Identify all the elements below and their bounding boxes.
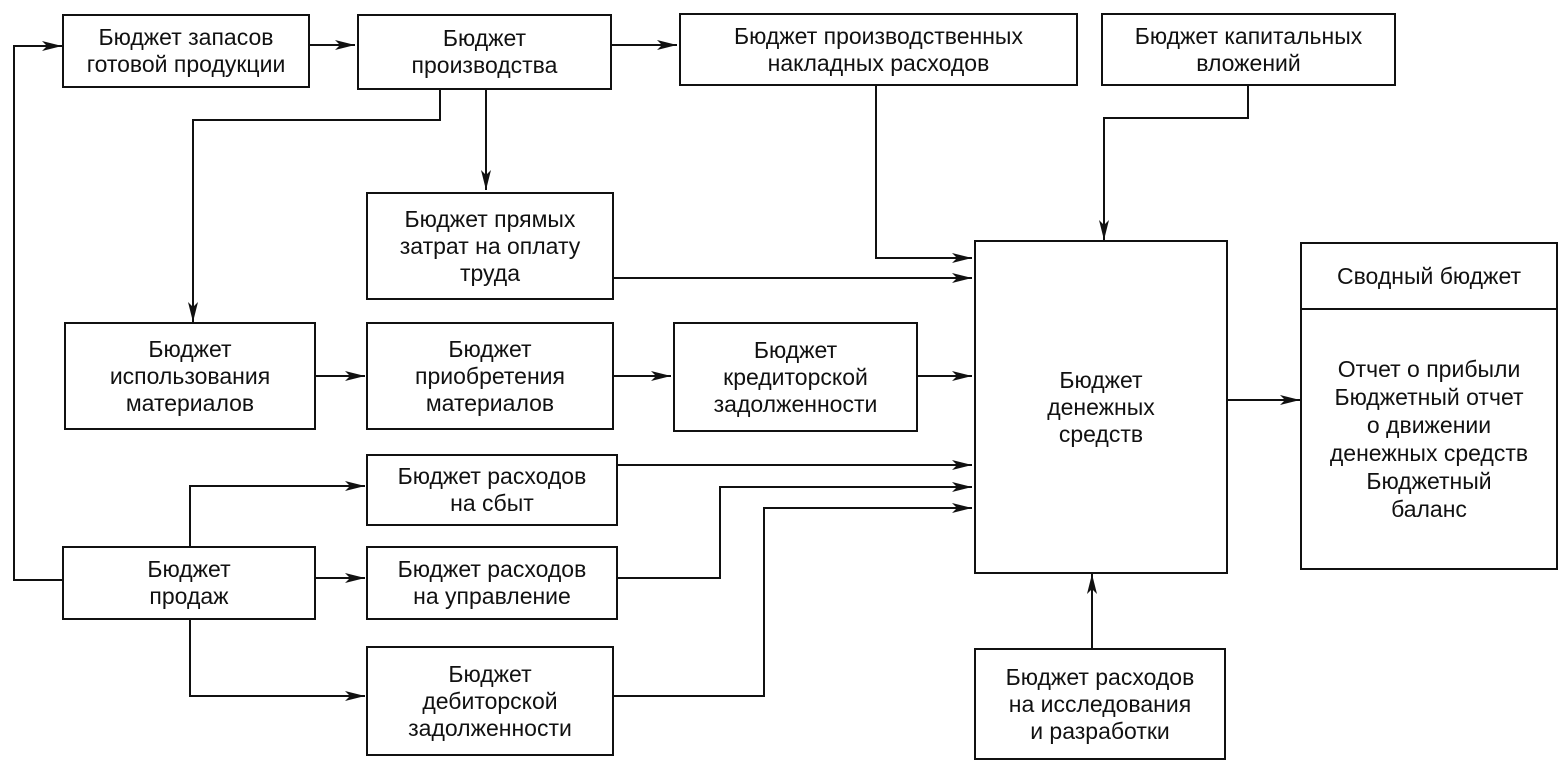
node-receivables-budget: Бюджет дебиторской задолженности	[366, 646, 614, 756]
node-production-budget: Бюджет производства	[357, 14, 612, 90]
arrow-overhead-to-cash	[875, 86, 972, 263]
node-direct-labor-budget: Бюджет прямых затрат на оплату труда	[366, 192, 614, 300]
node-sales-budget: Бюджет продаж	[62, 546, 316, 620]
node-payables-budget: Бюджет кредиторской задолженности	[673, 322, 918, 432]
arrow-sales-to-receivables	[189, 620, 365, 701]
arrow-production-to-materials-usage	[188, 90, 441, 322]
node-finished-goods-budget: Бюджет запасов готовой продукции	[62, 14, 310, 88]
node-materials-purchase-budget: Бюджет приобретения материалов	[366, 322, 614, 430]
node-selling-budget: Бюджет расходов на сбыт	[366, 454, 618, 526]
arrow-capex-to-cash	[1099, 86, 1249, 240]
arrow-sales-to-finished-goods	[13, 41, 62, 581]
arrow-admin-to-cash	[618, 482, 972, 579]
node-cash-budget: Бюджет денежных средств	[974, 240, 1228, 574]
node-capex-budget: Бюджет капитальных вложений	[1101, 13, 1396, 86]
node-rnd-budget: Бюджет расходов на исследования и разраб…	[974, 648, 1226, 760]
node-overhead-budget: Бюджет производственных накладных расход…	[679, 13, 1078, 86]
arrow-receivables-to-cash	[614, 503, 972, 697]
node-materials-usage-budget: Бюджет использования материалов	[64, 322, 316, 430]
arrow-sales-to-selling	[189, 481, 365, 548]
summary-budget-contents: Отчет о прибыли Бюджетный отчет о движен…	[1300, 308, 1558, 570]
node-admin-budget: Бюджет расходов на управление	[366, 546, 618, 620]
summary-budget-title: Сводный бюджет	[1300, 242, 1558, 310]
